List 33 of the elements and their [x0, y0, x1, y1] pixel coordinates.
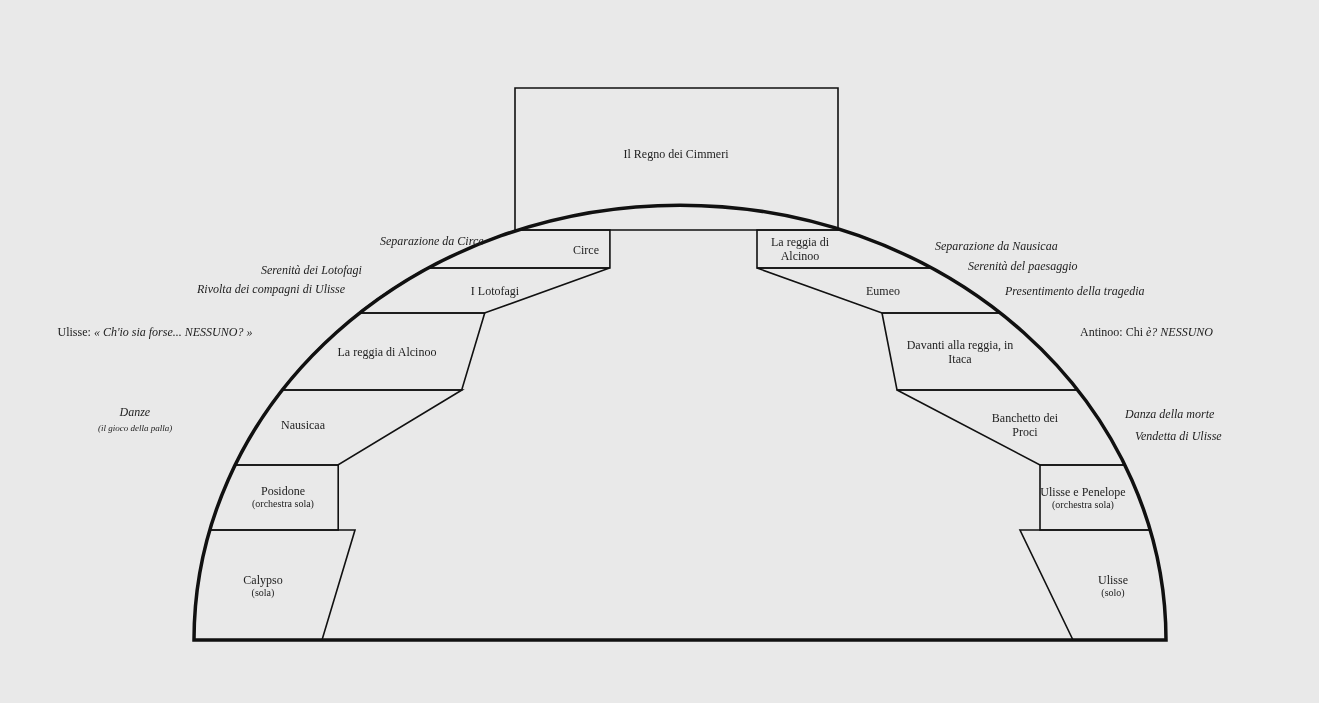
scene-name: Banchetto dei Proci [990, 411, 1060, 439]
scene-panel [1040, 465, 1151, 530]
scene-name: La reggia di Alcinoo [770, 235, 830, 263]
scene-name: Posidone (orchestra sola) [251, 484, 315, 510]
scene-caption: Vendetta di Ulisse [1135, 429, 1222, 443]
scene-caption: Antinoo: Chi è? NESSUNO [1080, 325, 1214, 339]
scene-caption: Serenità dei Lotofagi [261, 263, 362, 277]
scene-panel [757, 230, 932, 268]
scene-name: Calypso (sola) [242, 573, 284, 599]
scene-caption: Separazione da Nausicaa [935, 239, 1058, 253]
scene-name: Il Regno dei Cimmeri [622, 147, 730, 161]
scene-name: I Lotofagi [469, 284, 521, 298]
scene-caption: Danze [119, 405, 151, 419]
scene-caption: Presentimento della tragedia [1005, 284, 1145, 298]
scene-caption: Rivolta dei compagni di Ulisse [197, 282, 345, 296]
scene-name: Ulisse e Penelope (orchestra sola) [1039, 485, 1127, 511]
scene-name: Eumeo [865, 284, 901, 298]
scene-panel [209, 465, 338, 530]
scene-panel [882, 313, 1078, 390]
scene-panel [235, 390, 462, 465]
scene-caption: Ulisse: « Ch'io sia forse... NESSUNO? » [56, 325, 254, 339]
scene-name: Nausicaa [280, 418, 326, 432]
scene-name: Davanti alla reggia, in Itaca [905, 338, 1015, 366]
scene-name: Ulisse (solo) [1097, 573, 1129, 599]
scene-caption: Danza della morte [1125, 407, 1215, 421]
scene-panel [282, 313, 485, 390]
scene-panel [757, 268, 1001, 313]
scene-caption: Serenità del paesaggio [968, 259, 1078, 273]
scene-caption: (il gioco della palla) [98, 422, 173, 435]
scene-name: La reggia di Alcinoo [336, 345, 438, 359]
scene-box [515, 88, 838, 230]
scene-panel [897, 390, 1125, 465]
scene-name: Circe [572, 243, 600, 257]
